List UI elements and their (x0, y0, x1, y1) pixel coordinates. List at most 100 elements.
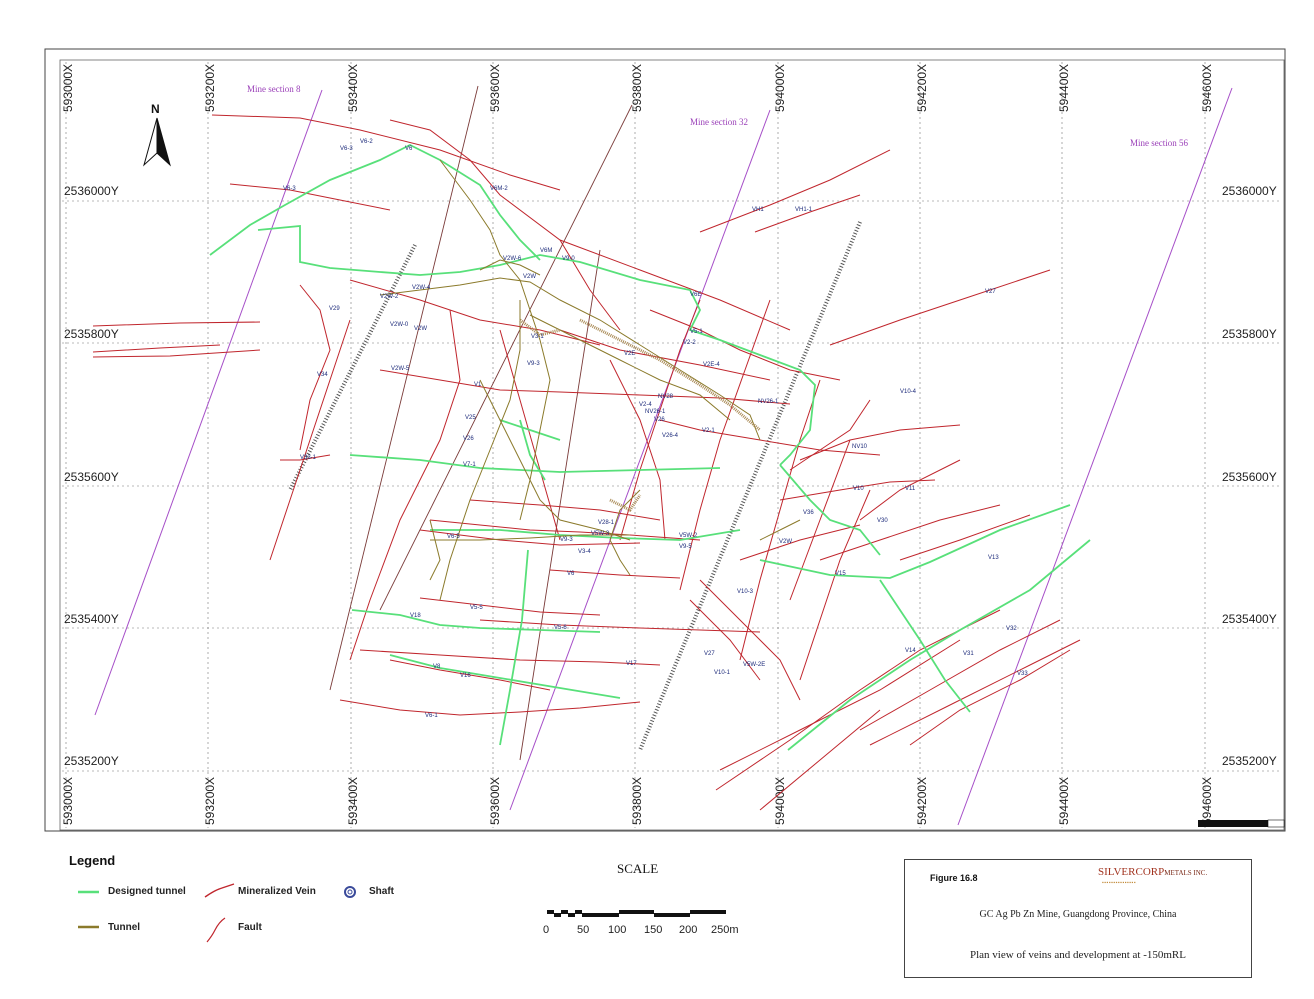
y-label-left: 2535200Y (64, 754, 119, 768)
designed-tunnel (779, 464, 881, 556)
legend-tunnel: Tunnel (108, 922, 141, 933)
legend-fault-swatch (206, 917, 226, 943)
x-axis-bottom: 593000X 593200X 593400X 593600X 593800X … (61, 777, 1214, 825)
x-label-top: 593800X (630, 64, 644, 112)
vein (819, 504, 1001, 561)
shaft-corridor (638, 221, 862, 751)
vein (559, 239, 621, 331)
scale-tick: 0 (543, 924, 549, 936)
vein-label: V6-5 (447, 534, 460, 540)
designed-tunnel (257, 225, 816, 466)
fault-line (519, 249, 601, 761)
vein-label: V5W-2 (679, 533, 698, 539)
vein-label: V2W (523, 274, 536, 280)
vein-label: V9-3 (560, 537, 573, 543)
scale-ticks: 0 50 100 150 200 250m (543, 924, 739, 936)
north-arrow-icon: N (143, 102, 171, 167)
designed-tunnel (519, 419, 546, 481)
mine-section-label: Mine section 32 (690, 117, 748, 127)
y-label-left: 2535400Y (64, 612, 119, 626)
y-label-left: 2536000Y (64, 184, 119, 198)
x-label-bottom: 593400X (346, 777, 360, 825)
vein (549, 569, 681, 579)
vein-label: V2W (779, 539, 792, 545)
designed-tunnel (349, 454, 721, 473)
x-label-bottom: 593200X (203, 777, 217, 825)
scale-title: SCALE (617, 861, 659, 876)
vein (754, 194, 861, 233)
vein-label: NV26-1 (758, 399, 779, 405)
y-label-right: 2535600Y (1222, 470, 1277, 484)
vein-label: V5-1 (690, 329, 703, 335)
vein-label: V15 (835, 571, 846, 577)
legend-vein-swatch (204, 883, 235, 898)
vein (349, 309, 461, 661)
vein-label: V26 (654, 417, 665, 423)
x-label-bottom: 594600X (1200, 777, 1214, 825)
vein (229, 183, 391, 211)
designed-tunnel (499, 549, 529, 746)
vein-label: V2W-0 (390, 322, 409, 328)
vein-label: NV26-1 (645, 409, 666, 415)
tunnels (379, 159, 801, 601)
vein-label: V2W-6 (503, 256, 522, 262)
tunnel (529, 314, 731, 421)
vein-label: V6-1 (425, 713, 438, 719)
y-label-right: 2536000Y (1222, 184, 1277, 198)
vein-label: V2E (624, 351, 635, 357)
shaft-corridor (288, 244, 417, 491)
mineralized-veins (92, 114, 1081, 811)
vein-label: V26 (463, 436, 474, 442)
vein-label: V3-4 (578, 549, 591, 555)
vein (359, 649, 661, 666)
designed-tunnels (209, 143, 1091, 751)
vein-label: V5W-2E (743, 662, 765, 668)
vein-label: V6E (690, 292, 701, 298)
vein-label: V36 (803, 510, 814, 516)
vein (699, 149, 891, 233)
tunnel (439, 300, 521, 601)
y-axis-right: 2536000Y 2535800Y 2535600Y 2535400Y 2535… (1222, 184, 1277, 768)
tunnel (479, 379, 631, 541)
vein-label: V6-3 (283, 186, 296, 192)
vein-label: V13 (988, 555, 999, 561)
vein (619, 299, 701, 541)
vein-label: V10-1 (714, 670, 731, 676)
vein (859, 619, 1061, 731)
vein (859, 459, 961, 521)
vein-label: V27 (985, 289, 996, 295)
mine-section-label: Mine section 8 (247, 84, 301, 94)
tunnel (379, 277, 761, 441)
vein-label: V5-6 (554, 625, 567, 631)
vein (789, 399, 871, 471)
vein-label: V6-3 (340, 146, 353, 152)
vein (339, 699, 641, 716)
vein-label: V10 (853, 486, 864, 492)
vein-labels: V6-3 V6-2 V6 V6-3 V6M-2 V2W-6 V2W V6M V9… (283, 139, 1028, 719)
x-label-bottom: 594200X (915, 777, 929, 825)
vein-label: V10-4 (900, 389, 917, 395)
outer-frame (44, 48, 1286, 832)
coordinate-grid (62, 62, 1282, 828)
vein-label: VH1 (752, 207, 764, 213)
legend-mineralized-vein: Mineralized Vein (238, 886, 316, 897)
vein (469, 499, 661, 521)
shaft-corridors (288, 221, 862, 751)
logo-text: SILVERCORP (1098, 866, 1165, 878)
mine-section-label: Mine section 56 (1130, 138, 1188, 148)
logo-subtext: ▪▪▪▪▪▪▪▪▪▪▪▪▪▪▪ (1102, 880, 1137, 886)
x-label-bottom: 593800X (630, 777, 644, 825)
vein-label: V9-0 (562, 256, 575, 262)
x-label-top: 593200X (203, 64, 217, 112)
designed-tunnel (879, 579, 971, 713)
stope-area (609, 494, 642, 512)
tunnel (609, 489, 641, 576)
scale-block (547, 910, 554, 914)
vein (419, 529, 641, 546)
mine-section-line (957, 87, 1233, 826)
vein-label: V6-2 (360, 139, 373, 145)
vein-label: V2W-5 (391, 366, 410, 372)
y-label-right: 2535200Y (1222, 754, 1277, 768)
scale-bar (547, 910, 726, 917)
